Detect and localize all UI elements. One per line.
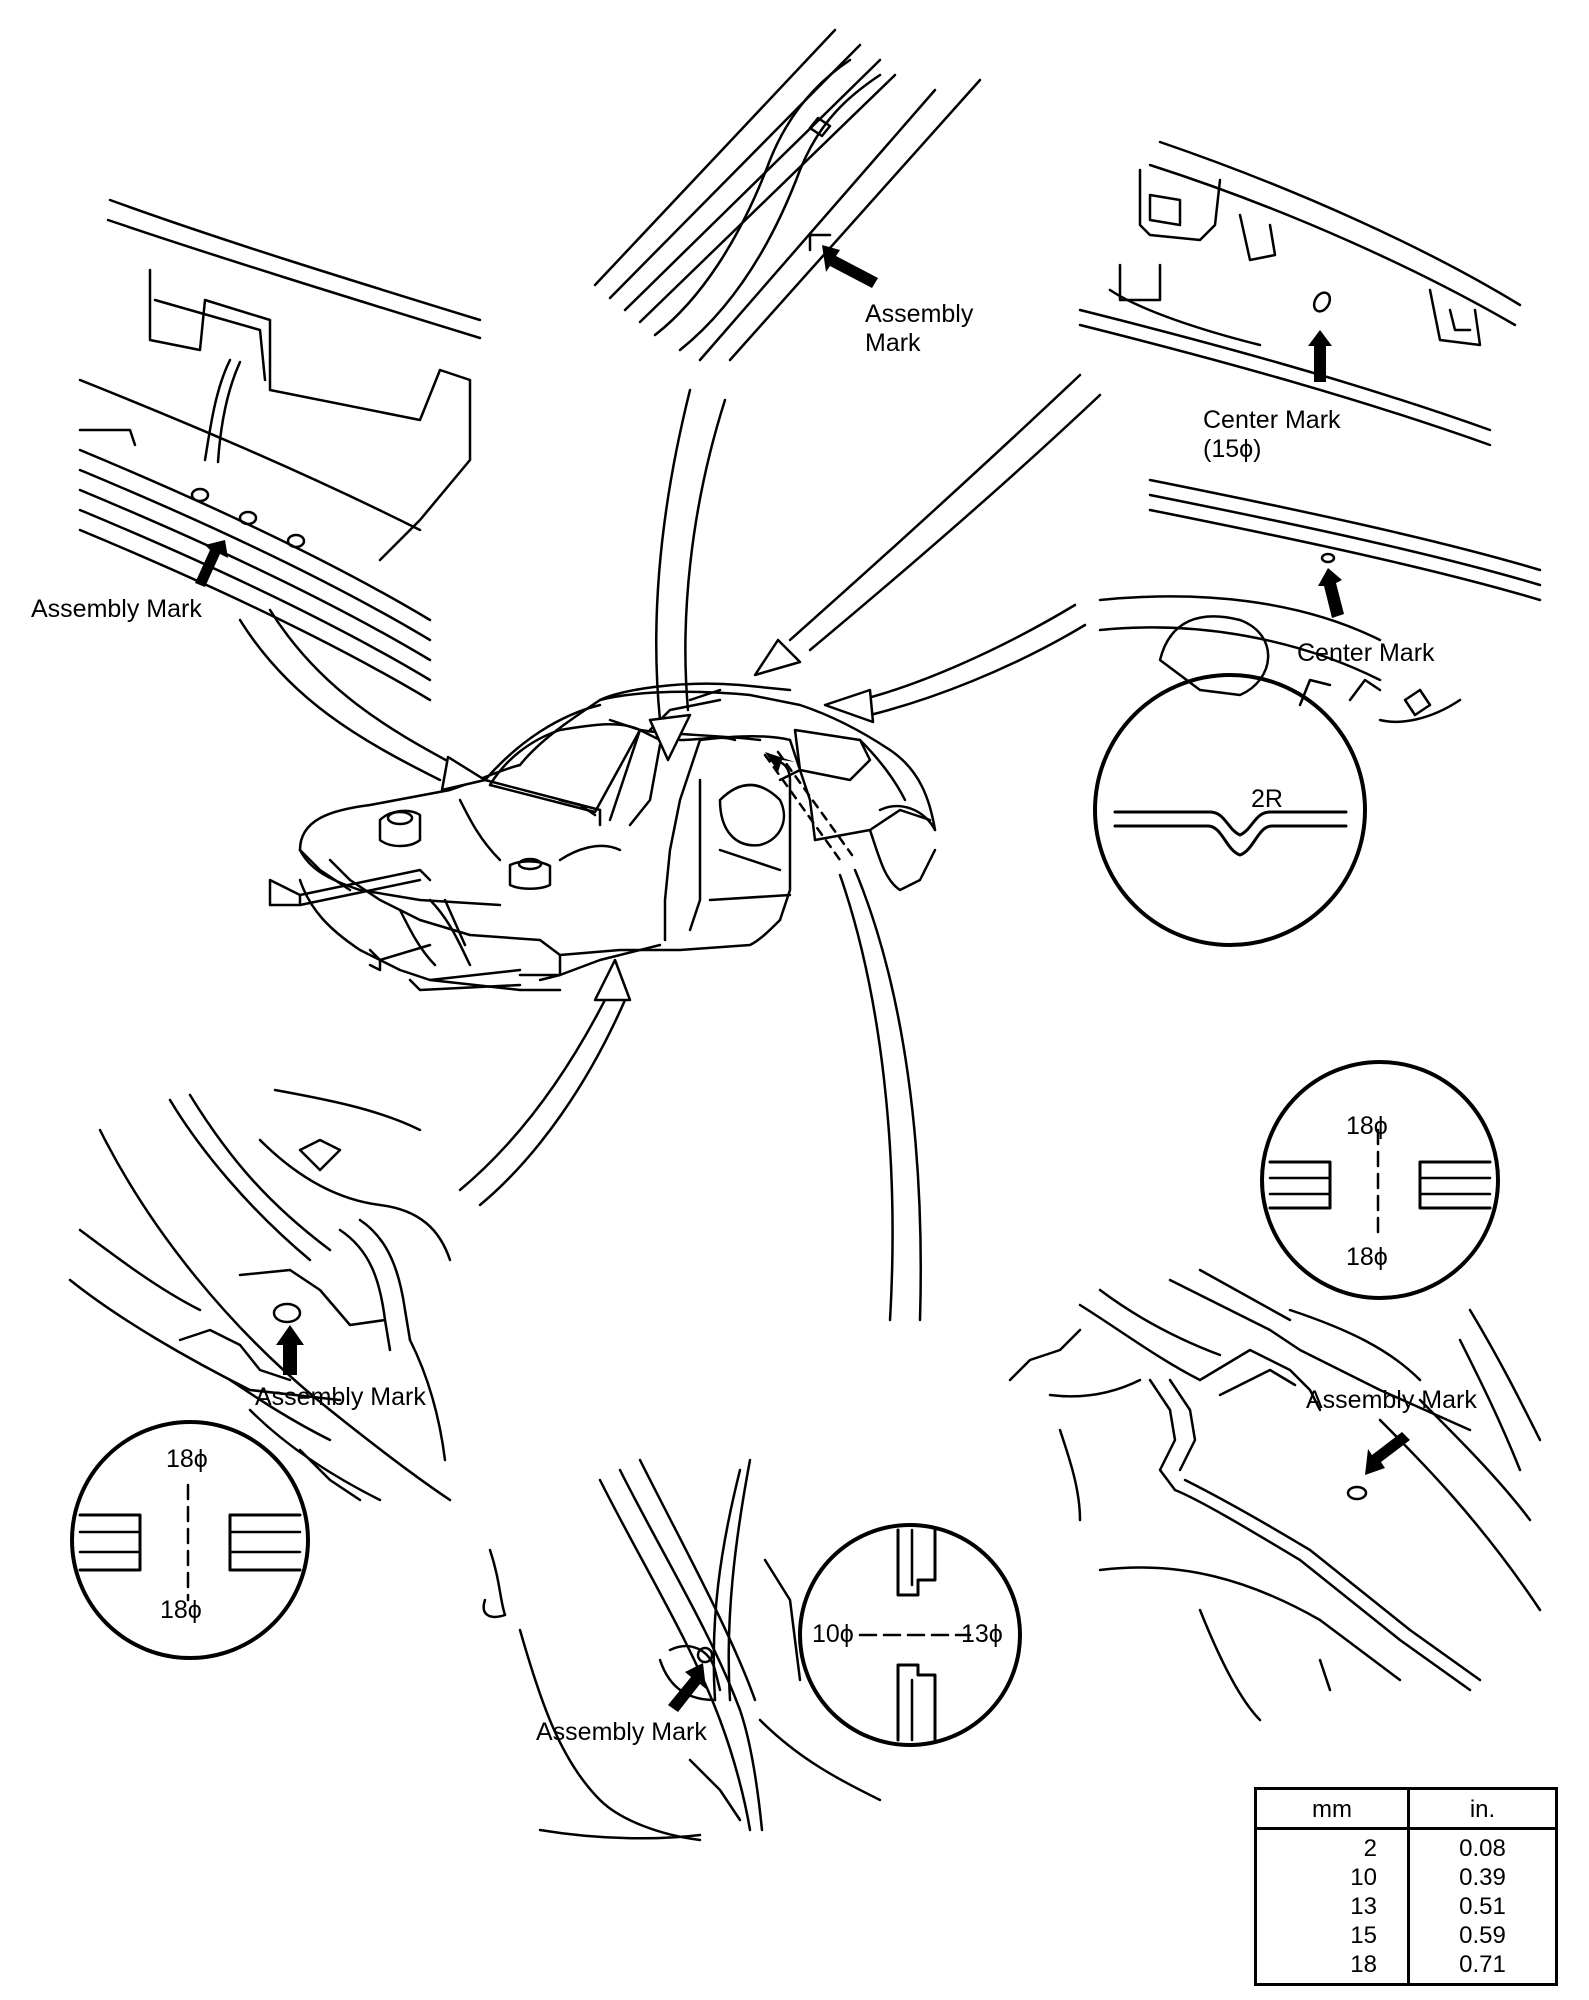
table-cell-mm: 18 <box>1350 1951 1377 1978</box>
radius-2r-label: 2R <box>1251 785 1283 813</box>
table-cell-in: 0.08 <box>1459 1835 1506 1862</box>
assembly-mark-arrow-bottom-center <box>668 1663 706 1712</box>
table-cell-mm: 15 <box>1350 1922 1377 1949</box>
leader-arrow-right-middle <box>823 603 1087 724</box>
mm-inch-conversion-table: mm in. 2 10 13 15 18 0.08 0.39 0.51 0.59… <box>1254 1787 1558 1986</box>
assembly-mark-arrow-top-left <box>195 540 228 587</box>
leader-arrow-top-right <box>753 373 1102 677</box>
detail-top-left <box>78 198 482 702</box>
mm-column: 2 10 13 15 18 <box>1257 1834 1377 1979</box>
leader-arrow-top-center <box>648 388 727 762</box>
car-body <box>268 682 937 992</box>
leader-arrow-bottom-left <box>458 958 632 1207</box>
center-mark-label-15: Center Mark (15ϕ) <box>1203 406 1341 464</box>
table-cell-mm: 2 <box>1363 1835 1377 1862</box>
detail-circle-18-left <box>70 1420 310 1660</box>
table-header-row <box>1257 1790 1555 1830</box>
assembly-mark-label-left: Assembly Mark <box>31 595 202 623</box>
leader-arrow-top-left <box>238 608 487 792</box>
assembly-mark-label-bottom-center: Assembly Mark <box>536 1718 707 1746</box>
door-arrow <box>765 752 795 772</box>
radius-detail-circle <box>1093 673 1367 947</box>
table-cell-mm: 13 <box>1350 1893 1377 1920</box>
assembly-mark-arrow-top-center <box>822 245 878 288</box>
detail-bottom-right <box>1008 1268 1542 1722</box>
assembly-mark-label-top: Assembly Mark <box>865 300 973 358</box>
center-mark-label-15-line1: Center Mark <box>1203 406 1341 434</box>
assembly-mark-label-bottom-left: Assembly Mark <box>255 1383 426 1411</box>
detail-bottom-center <box>482 1458 882 1842</box>
in-column: 0.08 0.39 0.51 0.59 0.71 <box>1410 1834 1555 1979</box>
leader-arrow-door <box>838 868 922 1322</box>
assembly-mark-label-right: Assembly Mark <box>1306 1386 1477 1414</box>
dim-13: 13ϕ <box>961 1620 1003 1648</box>
dim-18-bottom-left: 18ϕ <box>160 1596 202 1624</box>
header-mm: mm <box>1312 1796 1352 1823</box>
table-cell-in: 0.39 <box>1459 1864 1506 1891</box>
table-cell-in: 0.59 <box>1459 1922 1506 1949</box>
table-cell-in: 0.51 <box>1459 1893 1506 1920</box>
assembly-mark-arrow-bottom-right <box>1365 1432 1410 1475</box>
header-in: in. <box>1469 1796 1496 1823</box>
detail-right-middle <box>1098 478 1542 724</box>
dim-18-bottom-right: 18ϕ <box>1346 1243 1388 1271</box>
assembly-mark-arrow-bottom-left <box>276 1325 304 1375</box>
assembly-mark-label-top-line2: Mark <box>865 329 921 357</box>
dim-18-top-left: 18ϕ <box>166 1445 208 1473</box>
center-mark-arrow-right <box>1318 568 1344 618</box>
dim-18-top-right: 18ϕ <box>1346 1112 1388 1140</box>
detail-circle-18-right <box>1260 1060 1500 1300</box>
table-cell-mm: 10 <box>1350 1864 1377 1891</box>
door-opening-dashed <box>763 750 854 862</box>
center-mark-arrow-top-right <box>1308 330 1332 382</box>
center-mark-label-15-line2: (15ϕ) <box>1203 435 1262 463</box>
center-mark-label-right: Center Mark <box>1297 639 1435 667</box>
dim-10: 10ϕ <box>812 1620 854 1648</box>
detail-top-center <box>593 28 982 362</box>
assembly-mark-label-top-line1: Assembly <box>865 300 974 328</box>
detail-circle-10-13 <box>798 1523 1022 1747</box>
table-cell-in: 0.71 <box>1459 1951 1506 1978</box>
detail-top-right <box>1078 140 1522 447</box>
table-column-divider <box>1407 1790 1410 1983</box>
detail-bottom-left <box>68 1088 452 1502</box>
